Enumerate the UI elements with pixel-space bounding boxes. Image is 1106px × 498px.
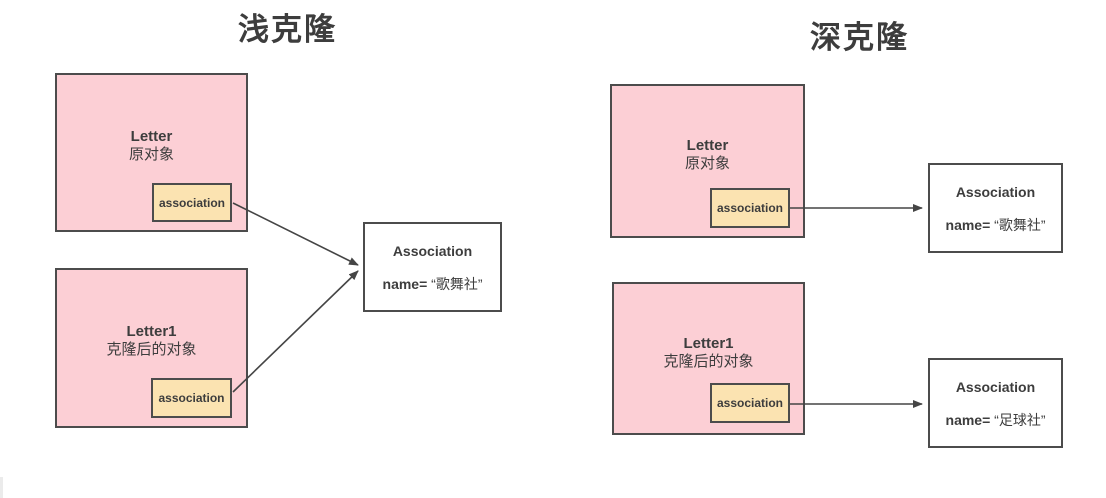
object-description: 原对象 (128, 145, 174, 163)
object-label: Letter 原对象 (57, 128, 246, 164)
object-class-name: Letter (686, 137, 729, 154)
object-class-name: Letter1 (126, 323, 177, 341)
name-label: name= (945, 412, 991, 428)
object-description: 原对象 (684, 155, 730, 172)
shallow-original-association-field: association (152, 183, 232, 222)
association-class-name: Association (955, 184, 1036, 200)
name-value: “歌舞社” (431, 276, 483, 292)
deep-original-association-box: Association name= “歌舞社” (928, 163, 1063, 253)
association-name-line: name= “歌舞社” (930, 215, 1061, 235)
object-description: 克隆后的对象 (663, 352, 754, 370)
object-label: Letter1 克隆后的对象 (57, 323, 246, 359)
name-value: “足球社” (994, 412, 1046, 428)
arrow-shallow-clone-to-association (232, 270, 359, 393)
shallow-original-object-box: Letter 原对象 association (55, 73, 248, 232)
association-class-name: Association (392, 243, 473, 259)
deep-original-object-box: Letter 原对象 association (610, 84, 805, 238)
arrow-shallow-original-to-association (232, 202, 359, 266)
name-label: name= (945, 217, 991, 233)
name-label: name= (382, 276, 428, 292)
object-class-name: Letter1 (683, 334, 734, 352)
association-class-name: Association (955, 379, 1036, 395)
edge-artifact-strip (0, 477, 3, 498)
association-name-line: name= “歌舞社” (365, 274, 500, 294)
deep-clone-association-field: association (710, 383, 790, 423)
object-class-name: Letter (130, 127, 173, 145)
shallow-shared-association-box: Association name= “歌舞社” (363, 222, 502, 312)
name-value: “歌舞社” (994, 217, 1046, 233)
deep-clone-title: 深克隆 (810, 20, 909, 55)
deep-clone-object-box: Letter1 克隆后的对象 association (612, 282, 805, 435)
association-name-line: name= “足球社” (930, 410, 1061, 430)
object-label: Letter1 克隆后的对象 (614, 335, 803, 371)
deep-original-association-field: association (710, 188, 790, 228)
object-label: Letter 原对象 (612, 137, 803, 173)
shallow-clone-title: 浅克隆 (238, 12, 337, 47)
deep-clone-association-box: Association name= “足球社” (928, 358, 1063, 448)
shallow-clone-association-field: association (151, 378, 232, 418)
shallow-clone-object-box: Letter1 克隆后的对象 association (55, 268, 248, 428)
object-description: 克隆后的对象 (106, 341, 197, 359)
